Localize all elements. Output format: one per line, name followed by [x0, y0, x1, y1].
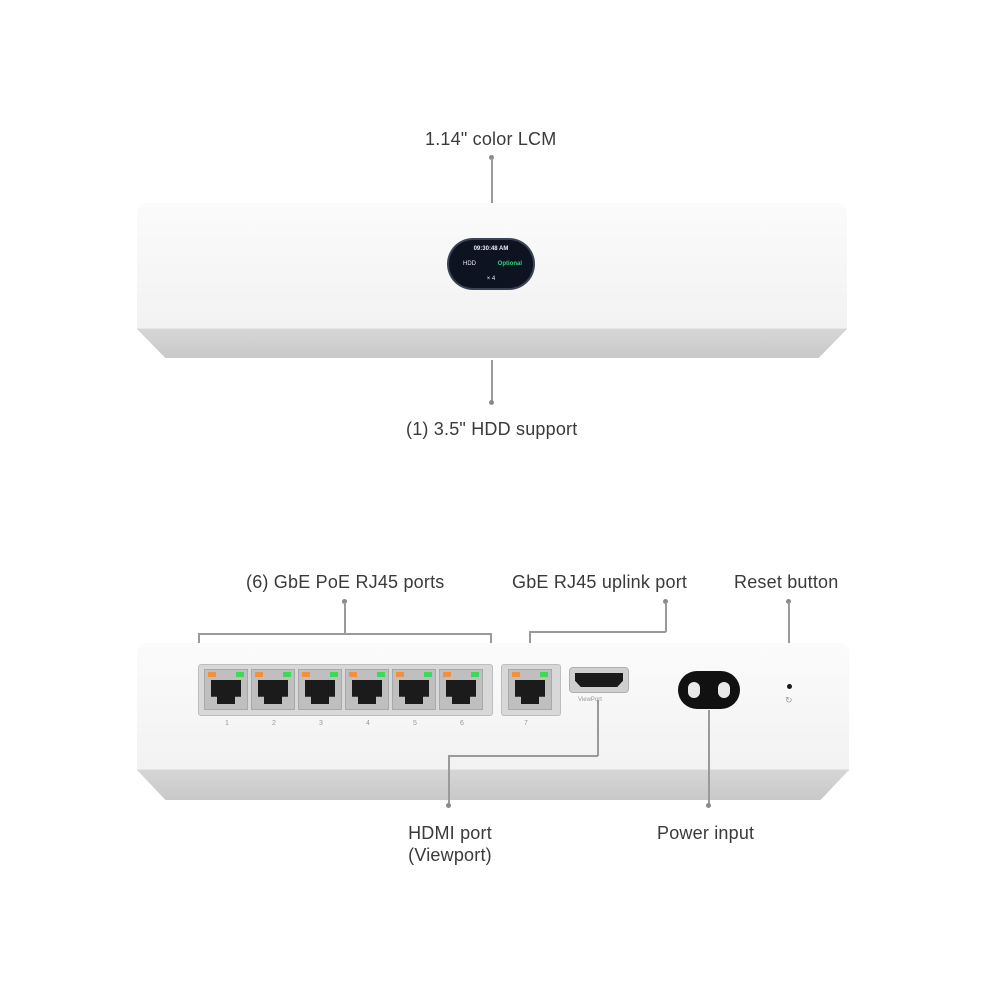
- hdmi-label-line2: (Viewport): [408, 845, 492, 865]
- lcm-hdd-label: HDD: [463, 261, 476, 267]
- rj45-port-3: [298, 669, 342, 710]
- rj45-uplink-port: [508, 669, 552, 710]
- hdd-leader-line: [491, 360, 493, 402]
- poe-leader-dot: [342, 599, 347, 604]
- poe-leader-stem: [344, 602, 346, 633]
- lcm-count: × 4: [486, 276, 496, 282]
- reset-icon: ↻: [785, 695, 793, 705]
- power-leader-dot: [706, 803, 711, 808]
- hdmi-leader-h: [448, 755, 598, 757]
- power-callout-label: Power input: [657, 823, 755, 843]
- lcm-leader-dot: [489, 155, 494, 160]
- rj45-port-2: [251, 669, 295, 710]
- hdmi-callout-label: HDMI port (Viewport): [398, 822, 502, 866]
- lcm-status: Optional: [497, 261, 522, 267]
- power-inlet: [678, 671, 740, 709]
- hdmi-leader-dot: [446, 803, 451, 808]
- hdmi-port: [569, 667, 629, 693]
- hdmi-leader-v1: [597, 700, 599, 756]
- reset-callout-label: Reset button: [734, 572, 839, 592]
- reset-leader-line: [788, 602, 790, 682]
- port-number: 4: [366, 720, 370, 727]
- poe-bracket-line: [198, 633, 491, 635]
- hdmi-leader-v2: [448, 755, 450, 805]
- lcm-callout-label: 1.14" color LCM: [425, 129, 557, 149]
- port-number: 5: [413, 720, 417, 727]
- lcm-leader-line: [491, 158, 493, 244]
- device-rear-base: [137, 770, 849, 800]
- reset-leader-dot: [786, 599, 791, 604]
- port-number: 3: [319, 720, 323, 727]
- hdmi-label-line1: HDMI port: [408, 823, 492, 843]
- power-pin-right: [718, 682, 730, 698]
- poe-ports-callout-label: (6) GbE PoE RJ45 ports: [246, 572, 445, 592]
- reset-button: [787, 684, 792, 689]
- rj45-port-5: [392, 669, 436, 710]
- lcm-display: 09:30:48 AM HDD Optional × 4: [449, 240, 533, 288]
- port-number: 6: [460, 720, 464, 727]
- power-leader-line: [708, 710, 710, 804]
- rj45-port-4: [345, 669, 389, 710]
- hdd-leader-dot: [489, 400, 494, 405]
- hdd-callout-label: (1) 3.5" HDD support: [406, 419, 578, 439]
- port-number: 2: [272, 720, 276, 727]
- port-number: 1: [225, 720, 229, 727]
- rj45-port-6: [439, 669, 483, 710]
- uplink-port-housing: [501, 664, 561, 716]
- lcm-time: 09:30:48 AM: [473, 246, 509, 252]
- uplink-port-number: 7: [524, 720, 528, 727]
- power-pin-left: [688, 682, 700, 698]
- uplink-leader-dot: [663, 599, 668, 604]
- uplink-leader-h: [529, 631, 666, 633]
- uplink-callout-label: GbE RJ45 uplink port: [512, 572, 688, 592]
- device-front-base: [137, 329, 847, 358]
- rj45-port-1: [204, 669, 248, 710]
- poe-port-block: [198, 664, 493, 716]
- hdmi-port-marking: ViewPort: [578, 697, 602, 703]
- uplink-leader-v1: [665, 602, 667, 632]
